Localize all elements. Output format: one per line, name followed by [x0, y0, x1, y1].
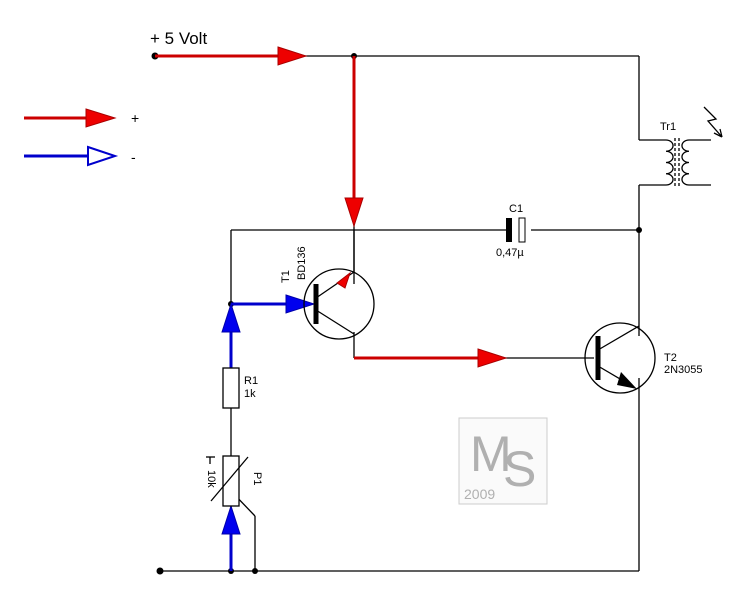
watermark-year: 2009	[464, 486, 495, 502]
current-arrowhead-supply	[277, 46, 308, 66]
r1-ref-label: R1	[244, 375, 258, 387]
t1-collector-lead	[315, 309, 355, 335]
potentiometer-p1: P1 10k	[205, 455, 263, 507]
c1-value-label: 0,47µ	[496, 247, 524, 259]
t2-collector-lead	[597, 325, 640, 351]
junction-node-t2	[636, 227, 642, 233]
ground-terminal	[156, 567, 164, 575]
watermark-m: M	[470, 426, 512, 482]
c1-plate-positive	[518, 217, 526, 243]
t2-type-label: 2N3055	[664, 364, 703, 376]
current-arrowhead-emitter	[344, 197, 364, 228]
p1-value-label: 10k	[205, 470, 217, 488]
legend-negative-label: -	[131, 149, 136, 165]
junction-ground-wiper	[252, 568, 258, 574]
t1-body	[303, 268, 375, 340]
legend-positive-arrowhead	[85, 108, 117, 128]
current-arrowhead-p1	[221, 504, 241, 535]
transformer-tr1: Tr1	[639, 106, 723, 187]
t2-ref-label: T2	[664, 352, 677, 364]
p1-ref-label: P1	[251, 472, 263, 485]
watermark-logo: M S 2009	[458, 417, 548, 505]
c1-ref-label: C1	[509, 203, 523, 215]
tr1-ref-label: Tr1	[660, 121, 676, 133]
t2-emitter-arrow	[617, 372, 637, 389]
spark-icon	[703, 106, 723, 138]
transistor-t2: T2 2N3055	[584, 322, 703, 394]
legend-negative-arrowhead	[87, 145, 119, 167]
supply-label: + 5 Volt	[150, 29, 207, 48]
resistor-r1: R1 1k	[222, 367, 258, 409]
current-arrowhead-r1	[221, 302, 241, 333]
tr1-secondary-coil	[681, 139, 690, 186]
p1-body	[222, 455, 240, 507]
current-arrowhead-base	[285, 294, 316, 314]
t2-body	[584, 322, 656, 394]
t1-ref-label: T1	[280, 270, 292, 283]
legend-positive-label: +	[131, 110, 139, 126]
watermark-s: S	[503, 441, 536, 497]
capacitor-c1: C1 0,47µ	[496, 203, 526, 259]
tr1-primary-coil	[665, 139, 674, 186]
t1-emitter-arrow	[336, 271, 351, 289]
p1-adjust-slash	[210, 456, 249, 502]
watermark-frame	[458, 417, 548, 505]
c1-plate-negative	[506, 218, 512, 242]
current-arrowhead-collector	[477, 348, 508, 368]
r1-value-label: 1k	[244, 388, 256, 400]
current-arrows	[155, 46, 508, 571]
t1-type-label: BD136	[296, 246, 308, 280]
transistor-t1: BD136 T1	[280, 230, 375, 340]
r1-body	[222, 367, 240, 409]
legend: + -	[24, 108, 139, 167]
